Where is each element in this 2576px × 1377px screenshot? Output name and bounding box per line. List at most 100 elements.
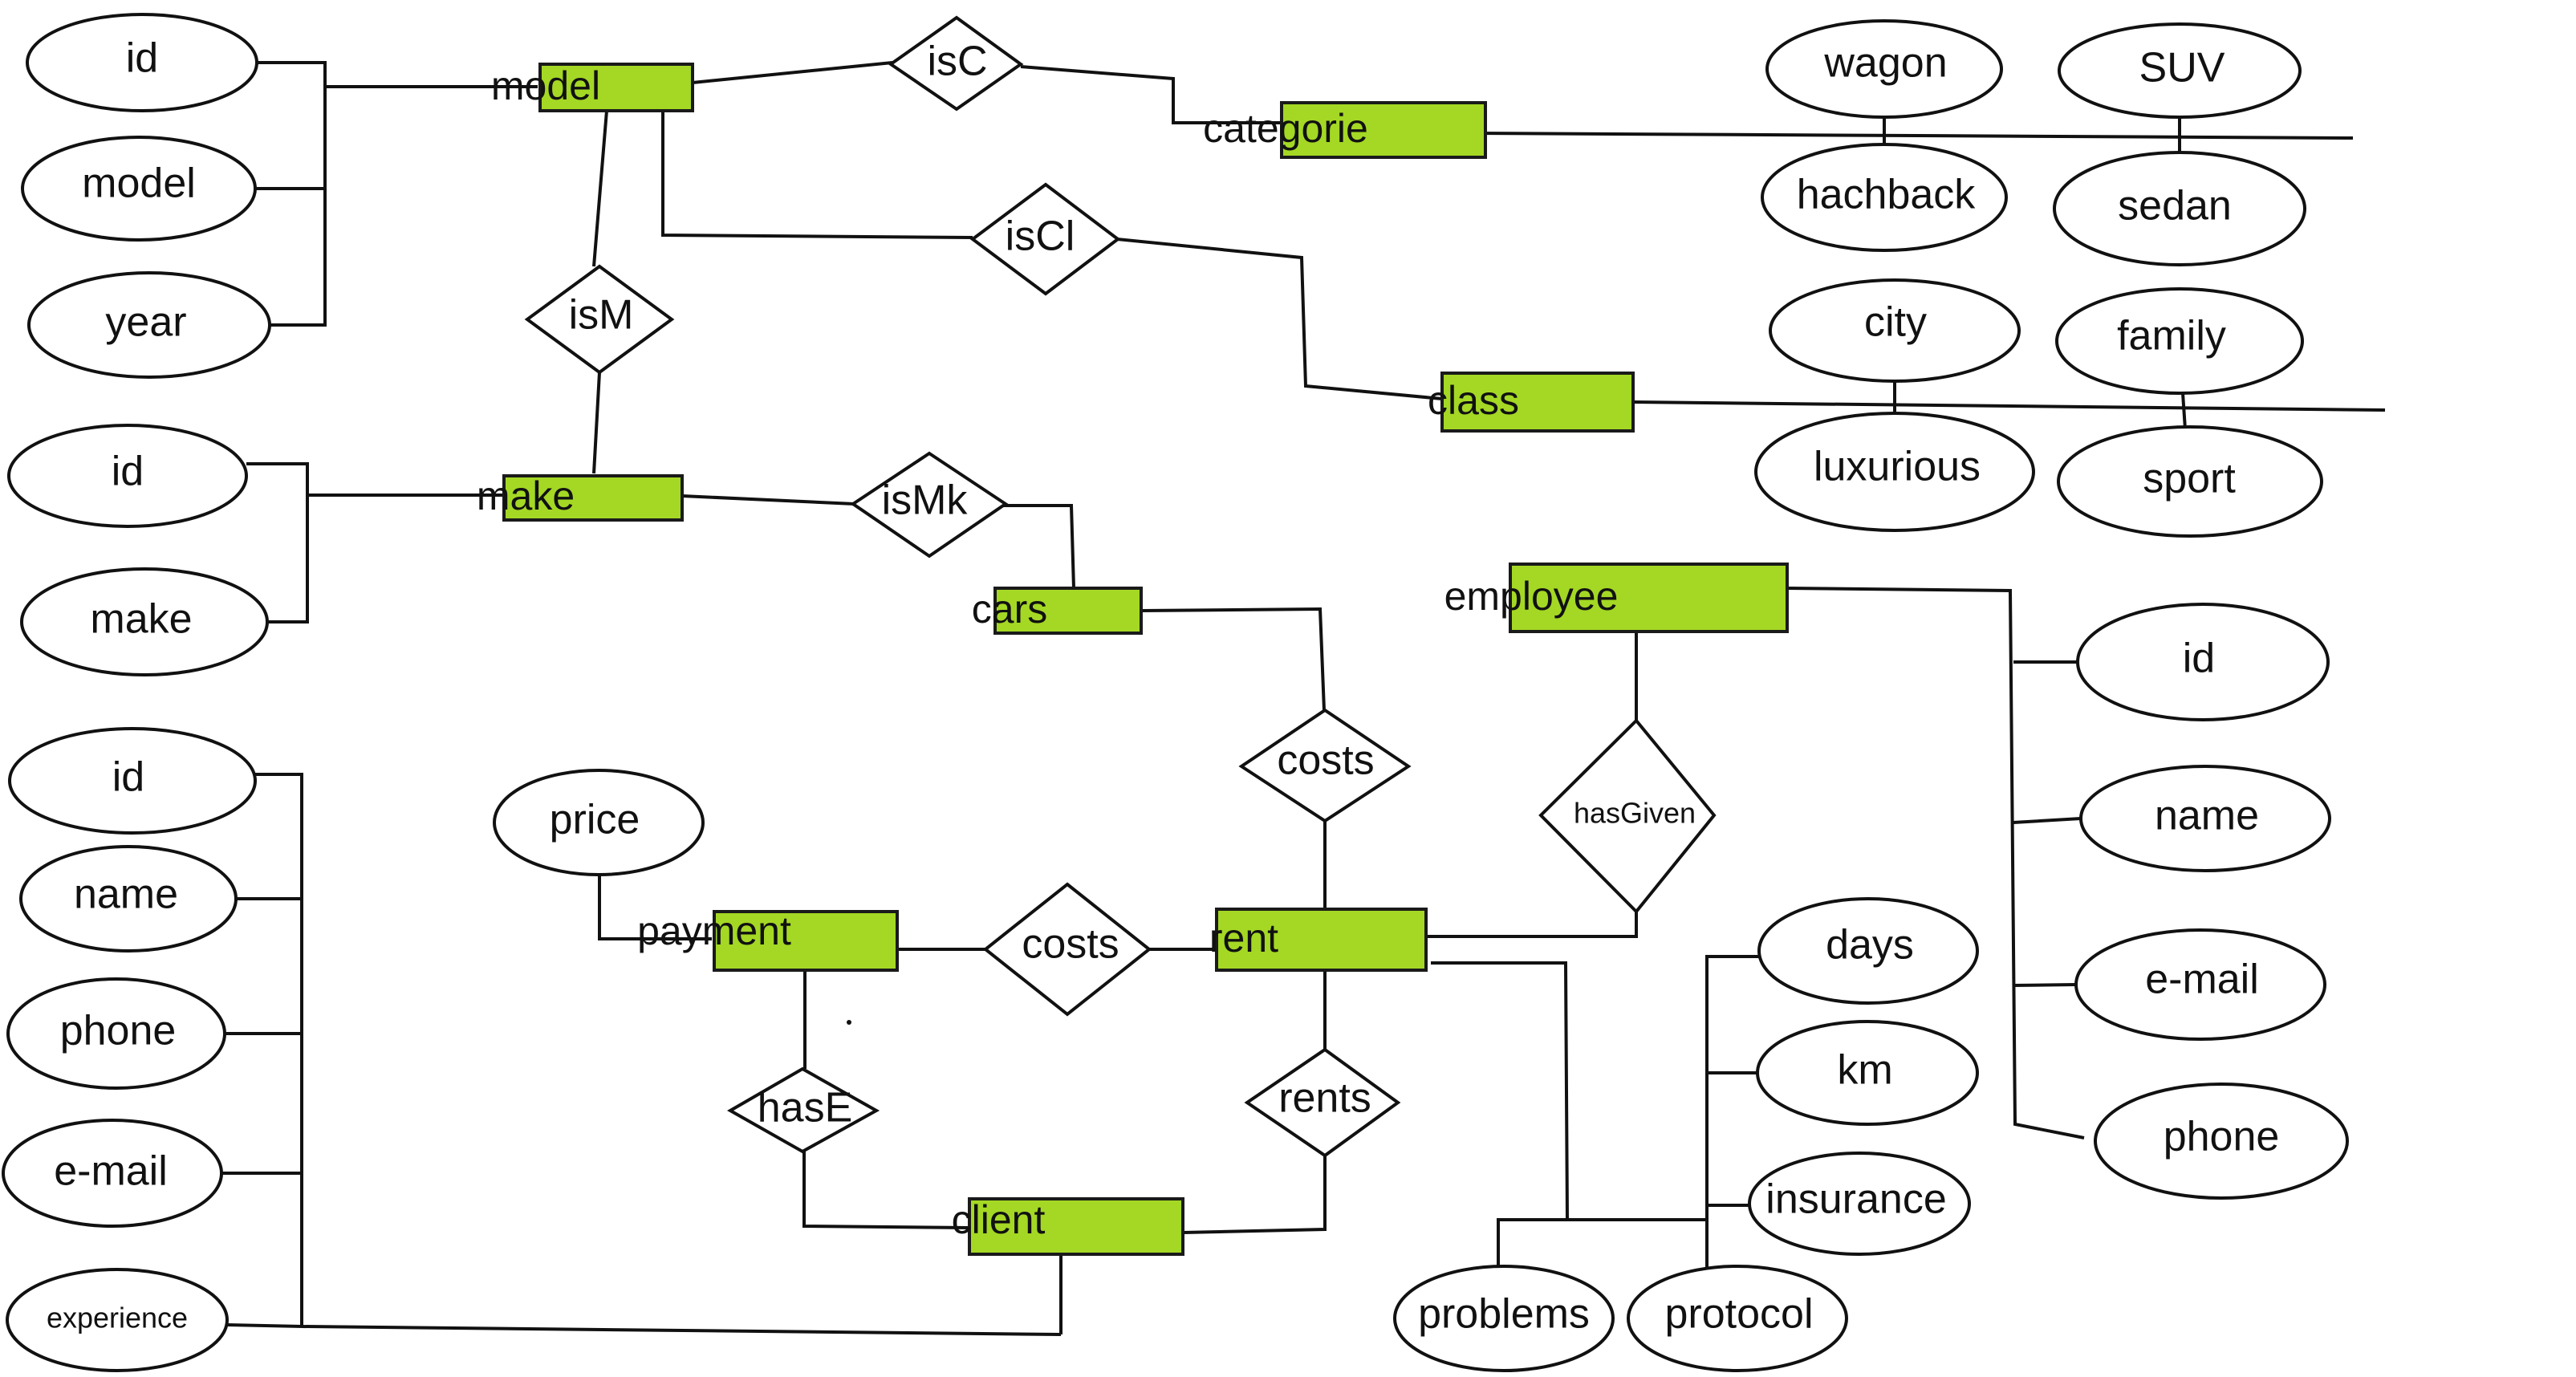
line-family-stub (2181, 392, 2187, 430)
entity-model: model (491, 63, 694, 112)
attribute-model-model: model (21, 136, 257, 242)
stray-dot (847, 1020, 851, 1025)
attribute-family-label: family (2117, 313, 2226, 359)
attribute-client-phone-label: phone (60, 1008, 177, 1054)
line-model-attributes (257, 61, 327, 327)
attribute-client-experience-label: experience (47, 1302, 188, 1334)
attribute-hachback-label: hachback (1797, 172, 1977, 218)
line-client-attributes (226, 773, 303, 1329)
entity-client-label: client (952, 1197, 1046, 1242)
relationship-ismk-label: isMk (882, 477, 969, 524)
line-ism-make (592, 372, 601, 474)
attribute-employee-phone: phone (2094, 1083, 2349, 1200)
attribute-sport: sport (2057, 425, 2323, 538)
line-make-ismk (681, 494, 855, 506)
relationship-iscl: isCl (969, 182, 1121, 296)
attribute-employee-name: name (2079, 765, 2331, 872)
attribute-client-id: id (8, 727, 257, 835)
line-problems-bus (1497, 1218, 1707, 1269)
attribute-client-id-label: id (112, 754, 144, 801)
attribute-sedan-label: sedan (2118, 183, 2232, 229)
relationship-rents-label: rents (1278, 1075, 1371, 1122)
attribute-km: km (1756, 1020, 1979, 1126)
attribute-model-year: year (27, 271, 271, 379)
attribute-hachback: hachback (1761, 143, 2008, 252)
attribute-suv: SUV (2058, 22, 2302, 119)
entity-payment: payment (637, 908, 899, 972)
relationship-rents: rents (1244, 1047, 1401, 1158)
attribute-client-phone: phone (6, 977, 226, 1090)
attribute-wagon-label: wagon (1823, 40, 1947, 87)
attribute-days: days (1757, 897, 1979, 1005)
attribute-city-label: city (1864, 299, 1927, 346)
line-make-attributes (246, 462, 309, 624)
entity-categorie: categorie (1203, 101, 1487, 159)
relationship-ism-label: isM (569, 292, 634, 339)
attribute-days-label: days (1826, 922, 1914, 969)
attribute-city: city (1769, 278, 2021, 383)
attribute-employee-id-label: id (2183, 636, 2215, 682)
line-iscl-class (1116, 238, 1443, 400)
relationship-hasgiven-label: hasGiven (1574, 797, 1696, 830)
line-protocol-attributes (1705, 955, 1762, 1270)
entity-rent: rent (1209, 908, 1428, 972)
attribute-client-email: e-mail (2, 1119, 223, 1228)
attribute-insurance-label: insurance (1765, 1176, 1946, 1223)
attribute-make-make-label: make (90, 596, 192, 643)
line-hase-client (802, 1152, 970, 1229)
attribute-client-experience: experience (6, 1268, 229, 1372)
attribute-price: price (493, 769, 705, 876)
line-rent-details (1431, 961, 1569, 1221)
attribute-family: family (2055, 287, 2304, 395)
relationship-costs-cars-label: costs (1277, 737, 1374, 784)
line-isc-categorie (1020, 65, 1281, 124)
entity-categorie-label: categorie (1203, 106, 1368, 151)
relationship-ismk: isMk (850, 451, 1009, 559)
line-cars-costs (1140, 607, 1326, 711)
attribute-employee-name-label: name (2155, 793, 2259, 839)
relationship-isc-label: isC (927, 39, 987, 85)
attribute-client-email-label: e-mail (54, 1148, 168, 1195)
attribute-employee-email: e-mail (2074, 928, 2326, 1041)
line-model-isc (692, 61, 893, 84)
line-ismk-cars (1003, 504, 1075, 589)
relationship-costs-payment-label: costs (1022, 921, 1119, 968)
line-model-iscl (661, 107, 973, 239)
entity-cars: cars (972, 587, 1143, 635)
attribute-problems: problems (1393, 1265, 1615, 1372)
attribute-client-name-label: name (74, 871, 178, 918)
attribute-client-name: name (19, 845, 238, 953)
attribute-employee-email-label: e-mail (2145, 957, 2259, 1003)
relationship-iscl-label: isCl (1006, 213, 1075, 260)
entity-cars-label: cars (972, 587, 1047, 632)
attribute-km-label: km (1837, 1047, 1892, 1094)
line-class-values (1632, 400, 2386, 412)
attribute-luxurious: luxurious (1754, 412, 2035, 532)
attribute-make-make: make (20, 567, 269, 676)
line-categorie-values (1474, 132, 2354, 140)
entity-model-label: model (491, 63, 600, 108)
line-hasgiven-rent (1426, 912, 1638, 938)
attribute-model-year-label: year (105, 299, 186, 346)
attribute-price-label: price (550, 797, 640, 843)
attribute-problems-label: problems (1418, 1291, 1590, 1338)
relationship-costs-cars: costs (1238, 708, 1412, 823)
attribute-model-id: id (26, 13, 258, 112)
entity-make-label: make (477, 473, 575, 518)
relationship-hase-label: hasE (758, 1085, 853, 1131)
attribute-protocol: protocol (1627, 1265, 1848, 1372)
attribute-protocol-label: protocol (1665, 1291, 1814, 1338)
attribute-wagon: wagon (1765, 19, 2003, 119)
line-employee-attr-name (2013, 817, 2082, 824)
line-model-ism (592, 110, 608, 267)
attribute-sedan: sedan (2053, 151, 2306, 266)
connector-lines (221, 61, 2386, 1336)
entity-client: client (952, 1197, 1184, 1256)
entity-class: class (1428, 372, 1635, 433)
attribute-suv-label: SUV (2139, 45, 2225, 91)
line-price-payment (598, 875, 712, 940)
relationship-hasgiven: hasGiven (1538, 718, 1717, 914)
line-client-bottom (301, 1325, 1062, 1336)
line-employee-attributes (1786, 587, 2085, 1139)
attribute-employee-phone-label: phone (2164, 1114, 2280, 1160)
